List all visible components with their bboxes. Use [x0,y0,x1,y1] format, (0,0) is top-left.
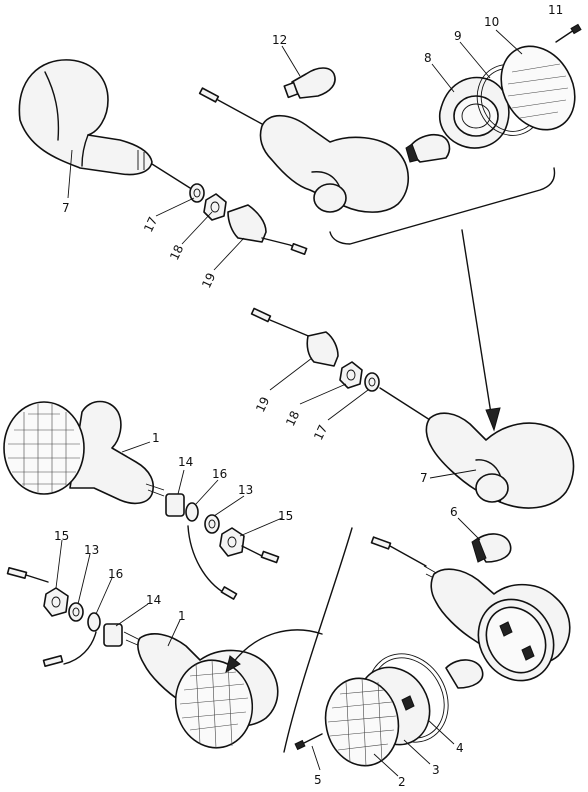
callout-18-middle: 18 [283,409,302,429]
callout-3: 3 [432,763,440,777]
callout-19-middle: 19 [253,395,272,415]
callout-2: 2 [398,775,406,789]
bulb-12 [283,67,336,99]
callout-13-left: 13 [84,543,99,557]
callout-14-right: 14 [178,455,193,469]
arrowhead-top [485,407,501,432]
lens-2 [324,677,400,767]
nut-15-left [43,587,69,617]
callout-6: 6 [450,505,458,519]
washer-13-left [68,602,84,622]
nut-18-top [203,193,227,221]
socket-19-top [227,204,308,256]
reflector-8 [438,76,510,149]
callout-17-middle: 17 [311,423,330,443]
signal-housing-lower-right [423,565,571,682]
group-bracket-top [329,167,556,245]
connector-right [260,550,280,564]
callout-11: 11 [548,3,563,17]
arrow-to-lower-assembly [461,229,493,421]
bulb-lens-top-right [405,134,451,163]
callout-17-top: 17 [141,215,160,235]
callout-16-right: 16 [212,467,227,481]
connector-lower-right [370,536,392,550]
callout-15-right: 15 [278,509,293,523]
wire-lead-top-center [198,87,263,125]
bulb-in-housing [445,659,484,689]
lockwasher-16-left [87,612,101,632]
nut-18-middle [339,361,363,389]
callout-12: 12 [272,33,287,47]
nut-15-right [219,527,245,557]
wire-left [25,574,49,583]
socket-19-middle [306,331,339,367]
callout-10: 10 [484,15,499,29]
callout-19-top: 19 [199,271,218,291]
screw-11 [555,23,582,43]
washer-17-top [189,183,205,203]
group-bracket-bottom [283,527,353,753]
washer-13-right [204,514,220,534]
ground-connector-left [42,654,64,668]
leader-lines [55,29,523,777]
washer-17-middle [364,372,380,392]
turn-signal-body-top-left [18,59,191,189]
turn-signal-rear-left [123,631,279,749]
wire-lower-right [389,545,427,567]
callout-16-left: 16 [108,567,123,581]
stem-wire-middle [379,387,431,421]
callout-4: 4 [456,741,464,755]
connector-left [6,566,28,580]
callout-7-top: 7 [62,201,70,215]
ground-connector-right [220,586,238,600]
spacer-14-right [165,493,185,517]
lockwasher-16-right [185,502,199,522]
lens-10 [500,45,576,131]
callout-18-top: 18 [167,243,186,263]
callout-1-lower: 1 [178,609,186,623]
arrowhead-bottom [225,655,241,674]
spacer-14-left [103,623,123,647]
screw-5 [294,733,323,751]
arrow-to-rear-left [231,629,323,665]
callout-1-upper: 1 [152,431,160,445]
callout-13-right: 13 [238,483,253,497]
signal-housing-top-center [259,114,409,213]
callout-8: 8 [424,51,432,65]
ground-wire-left [63,631,97,665]
turn-signal-body-middle-right [425,412,575,509]
callout-7-middle: 7 [420,471,428,485]
callout-14-left: 14 [146,593,161,607]
callout-15-left: 15 [54,529,69,543]
ground-wire-right [187,525,227,595]
callout-5: 5 [314,773,322,787]
turn-signal-front-left [3,400,165,505]
callout-9: 9 [454,29,462,43]
callout-numbers: 12 8 9 10 11 7 17 18 19 19 18 17 7 1 14 … [54,3,563,789]
bulb-6 [471,533,512,563]
